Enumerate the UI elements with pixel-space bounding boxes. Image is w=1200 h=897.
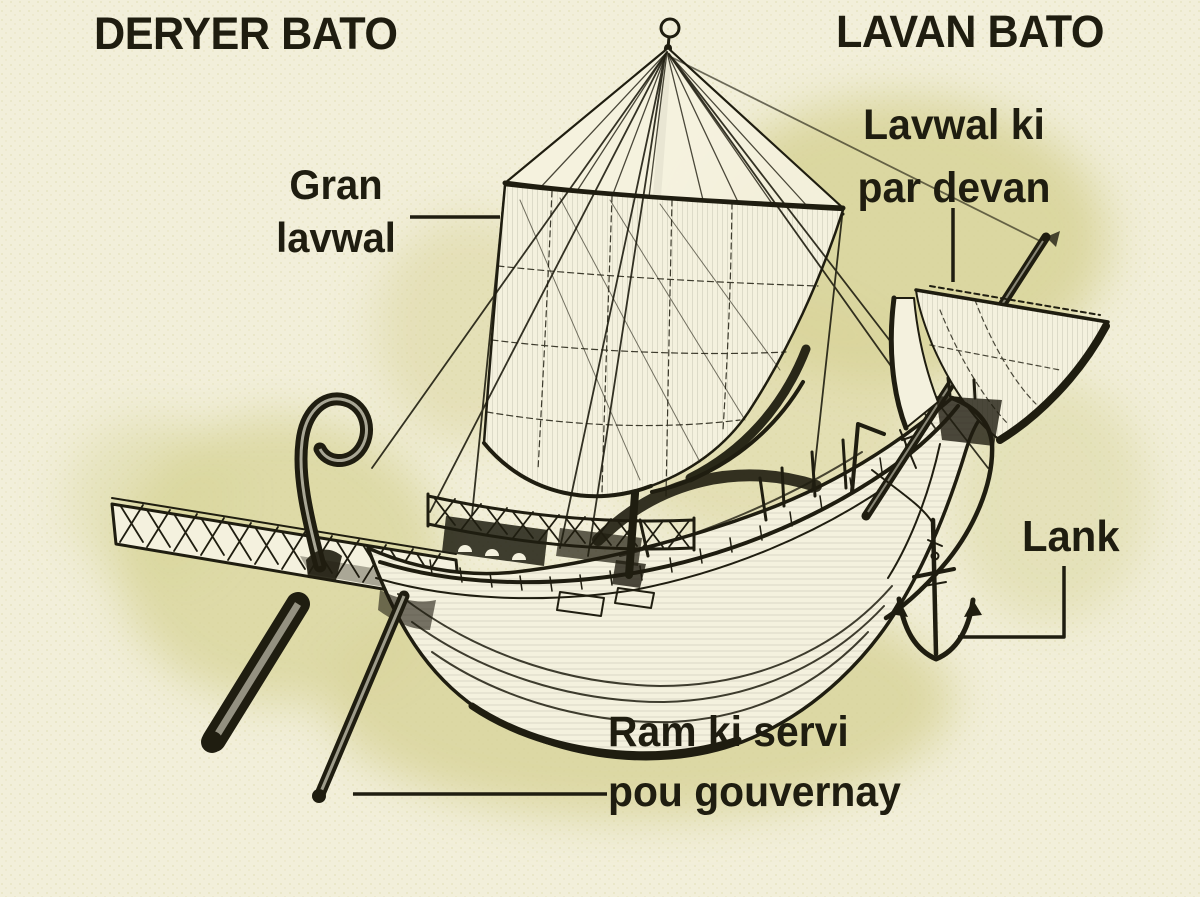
leader-anchor bbox=[958, 566, 1066, 639]
rigging bbox=[371, 51, 1043, 557]
section-title-bow: LAVAN BATO bbox=[836, 6, 1104, 57]
label-main-sail: Gran lavwal bbox=[235, 158, 436, 264]
steering-oars bbox=[201, 590, 436, 803]
label-steering-oar-line2: pou gouvernay bbox=[608, 768, 901, 816]
label-fore-sail-line2: par devan bbox=[857, 164, 1051, 212]
leader-lines bbox=[353, 208, 1066, 796]
section-title-stern: DERYER BATO bbox=[94, 8, 398, 59]
anchor bbox=[871, 469, 982, 662]
stern-gallery bbox=[110, 497, 462, 604]
hull bbox=[366, 396, 1002, 761]
fore-sail bbox=[888, 285, 1110, 444]
label-steering-oar-line1: Ram ki servi bbox=[608, 708, 849, 756]
brail-lines bbox=[519, 197, 781, 481]
label-main-sail-line2: lavwal bbox=[276, 214, 396, 261]
label-fore-sail: Lavwal ki par devan bbox=[840, 94, 1068, 220]
bow bbox=[883, 376, 1002, 621]
swan-neck-ornament bbox=[294, 392, 373, 580]
sail-seams bbox=[486, 190, 819, 497]
label-fore-sail-line1: Lavwal ki bbox=[863, 101, 1045, 149]
anchor-crane bbox=[850, 422, 886, 494]
main-sail bbox=[482, 183, 845, 499]
label-anchor: Lank bbox=[1022, 512, 1120, 561]
label-steering-oar: Ram ki servi pou gouvernay bbox=[608, 702, 901, 822]
label-main-sail-line1: Gran bbox=[289, 161, 383, 208]
